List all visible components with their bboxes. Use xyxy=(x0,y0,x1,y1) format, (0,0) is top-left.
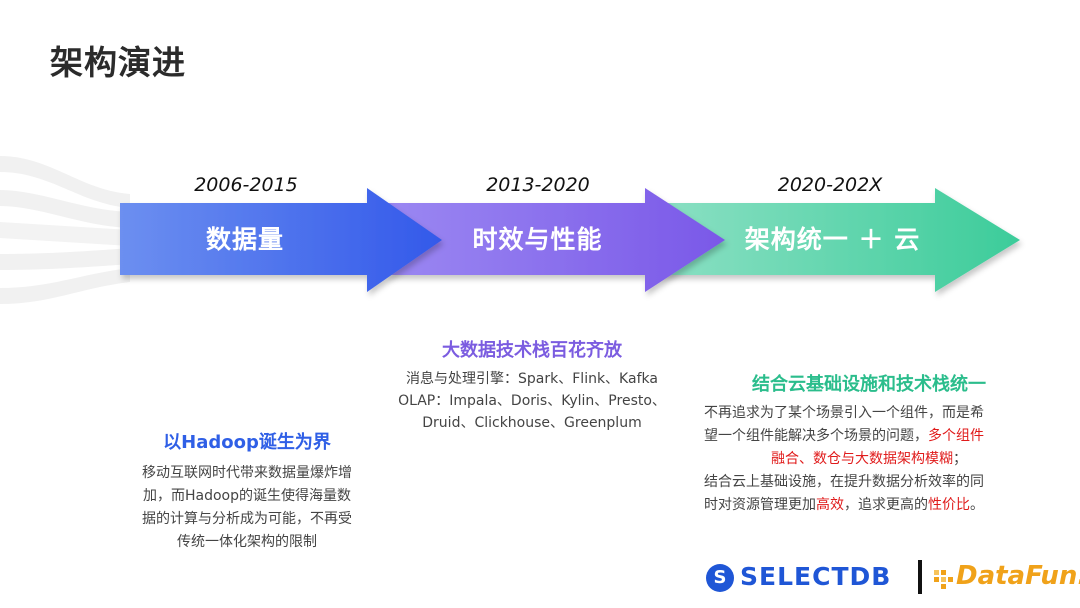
logo-bar: S SELECTDB DataFun. xyxy=(706,558,1080,596)
performance-block: 大数据技术栈百花齐放 消息与处理引擎：Spark、Flink、Kafka OLA… xyxy=(374,336,690,434)
timeline-arrow-1 xyxy=(120,188,442,292)
datafun-logo-icon xyxy=(934,570,953,589)
timeline-arrow-2 xyxy=(384,188,725,292)
text-span: 时对资源管理更加 xyxy=(704,497,816,513)
selectdb-logo-text: SELECTDB xyxy=(740,562,892,591)
period-label-3: 2020-202X xyxy=(777,174,883,196)
text-line: 加，而Hadoop的诞生使得海量数 xyxy=(142,488,351,504)
arrow-label-3: 架构统一 ＋ 云 xyxy=(744,225,921,254)
block-title-cloud: 结合云基础设施和技术栈统一 xyxy=(752,374,986,395)
text-span: 。 xyxy=(970,497,984,513)
text-line: OLAP：Impala、Doris、Kylin、Presto、 xyxy=(398,393,666,409)
highlight-text: 性价比 xyxy=(928,497,970,513)
text-span: ，追求更高的 xyxy=(844,497,928,513)
text-line: 融合、数仓与大数据架构模糊； xyxy=(704,448,1034,471)
selectdb-logo-icon: S xyxy=(706,564,734,592)
text-span: ； xyxy=(953,451,967,467)
text-line: 移动互联网时代带来数据量爆炸增 xyxy=(142,465,352,481)
period-label-2: 2013-2020 xyxy=(486,174,590,196)
page-title: 架构演进 xyxy=(50,43,186,82)
arrow-label-1: 数据量 xyxy=(205,225,284,254)
block-body-hadoop: 移动互联网时代带来数据量爆炸增 加，而Hadoop的诞生使得海量数 据的计算与分… xyxy=(120,462,374,554)
timeline-arrow-3 xyxy=(654,188,1020,292)
text-line: Druid、Clickhouse、Greenplum xyxy=(422,415,642,431)
block-body-stack: 消息与处理引擎：Spark、Flink、Kafka OLAP：Impala、Do… xyxy=(374,368,690,434)
highlight-text: 高效 xyxy=(816,497,844,513)
highlight-text: 融合、数仓与大数据架构模糊 xyxy=(771,451,953,467)
block-title-hadoop: 以Hadoop诞生为界 xyxy=(163,432,331,453)
text-line: 据的计算与分析成为可能，不再受 xyxy=(142,511,352,527)
text-span: 望一个组件能解决多个场景的问题， xyxy=(704,428,928,444)
highlight-text: 多个组件 xyxy=(928,428,984,444)
text-line: 不再追求为了某个场景引入一个组件，而是希 xyxy=(704,405,984,421)
arrow-label-2: 时效与性能 xyxy=(472,225,603,254)
text-line: 结合云上基础设施，在提升数据分析效率的同 xyxy=(704,474,984,490)
block-title-stack: 大数据技术栈百花齐放 xyxy=(442,340,622,361)
block-body-cloud: 不再追求为了某个场景引入一个组件，而是希 望一个组件能解决多个场景的问题，多个组… xyxy=(704,402,1034,517)
text-line: 时对资源管理更加高效，追求更高的性价比。 xyxy=(704,494,1034,517)
unified-block: 结合云基础设施和技术栈统一 不再追求为了某个场景引入一个组件，而是希 望一个组件… xyxy=(704,370,1034,517)
datafun-logo-text: DataFun. xyxy=(956,561,1080,591)
logo-divider xyxy=(918,560,922,594)
data-volume-block: 以Hadoop诞生为界 移动互联网时代带来数据量爆炸增 加，而Hadoop的诞生… xyxy=(120,428,374,554)
text-line: 传统一体化架构的限制 xyxy=(177,534,317,550)
text-line: 消息与处理引擎：Spark、Flink、Kafka xyxy=(406,371,658,387)
decorative-swoosh xyxy=(0,156,130,304)
period-label-1: 2006-2015 xyxy=(194,174,298,196)
text-line: 望一个组件能解决多个场景的问题，多个组件 xyxy=(704,425,1034,448)
